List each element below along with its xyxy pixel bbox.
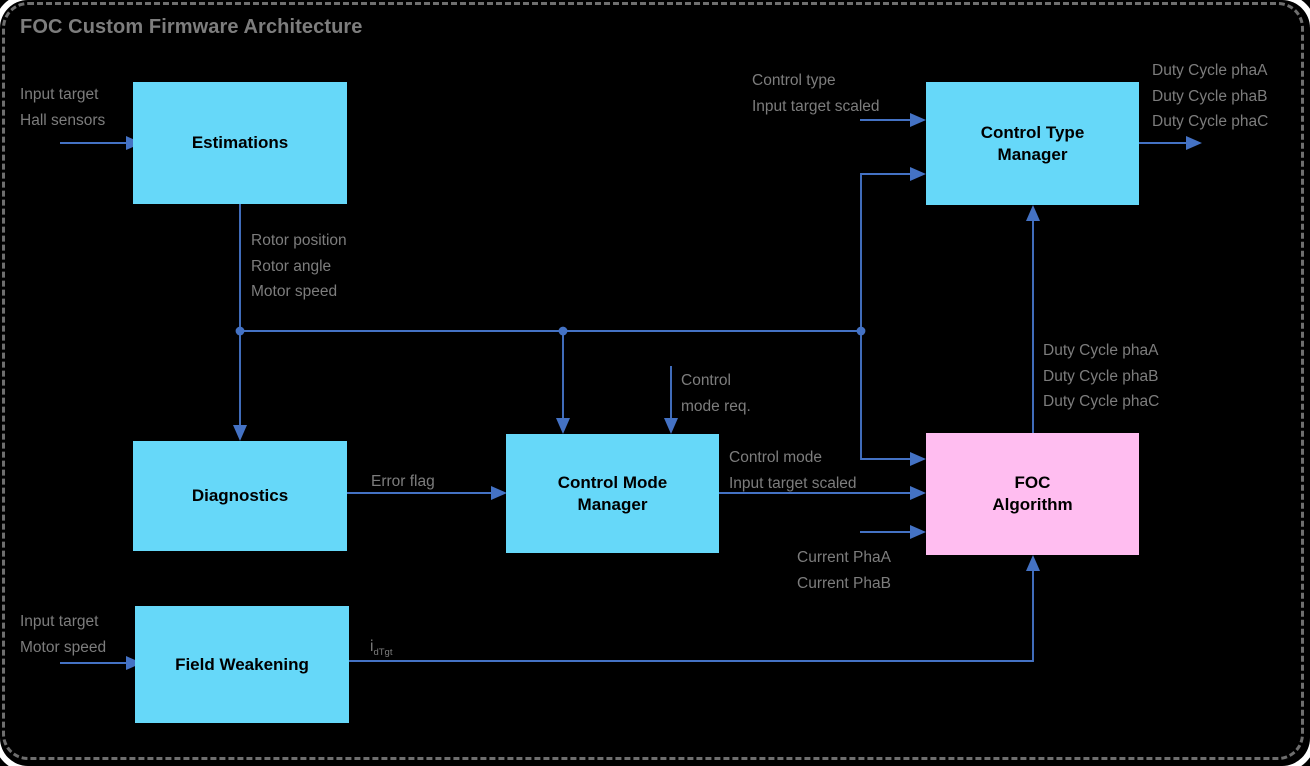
wire-field-weakening-to-foc bbox=[349, 555, 1040, 662]
label-current-sense: Current PhaA Current PhaB bbox=[797, 545, 891, 596]
wire-sensor-bus bbox=[235, 326, 866, 336]
block-control-type-manager-line2: Manager bbox=[997, 144, 1068, 164]
wire-bus-to-foc-upper bbox=[860, 331, 926, 466]
label-field-weakening-input: Input target Motor speed bbox=[20, 609, 106, 660]
label-foc-duty-cycle-line2: Duty Cycle phaB bbox=[1043, 367, 1159, 385]
label-estimations-output-line3: Motor speed bbox=[251, 283, 338, 301]
wire-foc-to-control-type-manager bbox=[1026, 205, 1040, 433]
label-foc-duty-cycle-line3: Duty Cycle phaC bbox=[1043, 393, 1160, 411]
label-cmm-output-line1: Control mode bbox=[729, 449, 823, 466]
block-control-mode-manager[interactable]: Control Mode Manager bbox=[506, 434, 719, 553]
label-control-type-input-line1: Control type bbox=[752, 72, 836, 89]
label-error-flag: Error flag bbox=[371, 473, 435, 490]
label-foc-duty-cycle-line1: Duty Cycle phaA bbox=[1043, 342, 1159, 359]
block-foc-algorithm-label: FOC Algorithm bbox=[992, 472, 1072, 516]
block-estimations[interactable]: Estimations bbox=[133, 82, 347, 204]
wire-bus-to-diagnostics bbox=[233, 331, 247, 441]
block-field-weakening[interactable]: Field Weakening bbox=[135, 606, 349, 723]
block-control-type-manager[interactable]: Control Type Manager bbox=[926, 82, 1139, 205]
label-control-type-output-line1: Duty Cycle phaA bbox=[1152, 62, 1268, 79]
block-estimations-label: Estimations bbox=[191, 133, 289, 153]
label-control-type-output-line3: Duty Cycle phaC bbox=[1152, 113, 1269, 131]
wire-current-sense-to-foc bbox=[860, 525, 926, 539]
wire-input-to-estimations bbox=[60, 136, 142, 150]
block-field-weakening-label: Field Weakening bbox=[175, 654, 309, 674]
label-cmm-output-line2: Input target scaled bbox=[729, 474, 857, 492]
wire-control-type-manager-output bbox=[1139, 136, 1202, 150]
wire-control-mode-req bbox=[664, 366, 678, 434]
label-control-mode-req: Control mode req. bbox=[681, 368, 751, 419]
label-control-type-output: Duty Cycle phaA Duty Cycle phaB Duty Cyc… bbox=[1152, 58, 1268, 135]
label-control-type-input-line2: Input target scaled bbox=[752, 97, 880, 115]
wire-bus-to-control-type-manager bbox=[860, 167, 926, 331]
label-control-mode-req-line2: mode req. bbox=[681, 397, 751, 415]
label-idtgt-main: i bbox=[370, 638, 374, 655]
block-control-mode-manager-line1: Control Mode bbox=[557, 472, 668, 492]
label-idtgt: idTgt bbox=[370, 634, 392, 661]
label-current-sense-line2: Current PhaB bbox=[797, 574, 891, 592]
label-control-type-output-line2: Duty Cycle phaB bbox=[1152, 87, 1268, 105]
label-estimations-output-line1: Rotor position bbox=[251, 232, 347, 249]
label-control-type-input: Control type Input target scaled bbox=[752, 68, 880, 119]
block-foc-algorithm[interactable]: FOC Algorithm bbox=[926, 433, 1139, 555]
label-foc-duty-cycle-output: Duty Cycle phaA Duty Cycle phaB Duty Cyc… bbox=[1043, 338, 1159, 415]
label-control-mode-req-line1: Control bbox=[681, 372, 731, 389]
label-control-mode-manager-output: Control mode Input target scaled bbox=[729, 445, 857, 496]
block-control-type-manager-line1: Control Type bbox=[980, 122, 1085, 142]
block-diagnostics-label: Diagnostics bbox=[191, 486, 289, 506]
label-estimations-input-line1: Input target bbox=[20, 86, 99, 103]
label-estimations-input-line2: Hall sensors bbox=[20, 111, 106, 129]
page-title: FOC Custom Firmware Architecture bbox=[20, 16, 363, 38]
block-foc-algorithm-line2: Algorithm bbox=[992, 495, 1073, 514]
label-estimations-output: Rotor position Rotor angle Motor speed bbox=[251, 228, 347, 305]
wire-bus-to-control-mode-manager bbox=[556, 331, 570, 434]
block-diagnostics[interactable]: Diagnostics bbox=[133, 441, 347, 551]
block-control-type-manager-label: Control Type Manager bbox=[981, 122, 1085, 166]
label-field-weakening-input-line2: Motor speed bbox=[20, 638, 107, 656]
label-idtgt-subscript: dTgt bbox=[373, 647, 393, 659]
block-foc-algorithm-line1: FOC bbox=[1014, 473, 1051, 493]
label-field-weakening-input-line1: Input target bbox=[20, 613, 99, 630]
block-control-mode-manager-label: Control Mode Manager bbox=[558, 472, 668, 516]
label-estimations-input: Input target Hall sensors bbox=[20, 82, 105, 133]
block-control-mode-manager-line2: Manager bbox=[577, 494, 648, 514]
label-current-sense-line1: Current PhaA bbox=[797, 549, 891, 566]
label-estimations-output-line2: Rotor angle bbox=[251, 257, 332, 275]
